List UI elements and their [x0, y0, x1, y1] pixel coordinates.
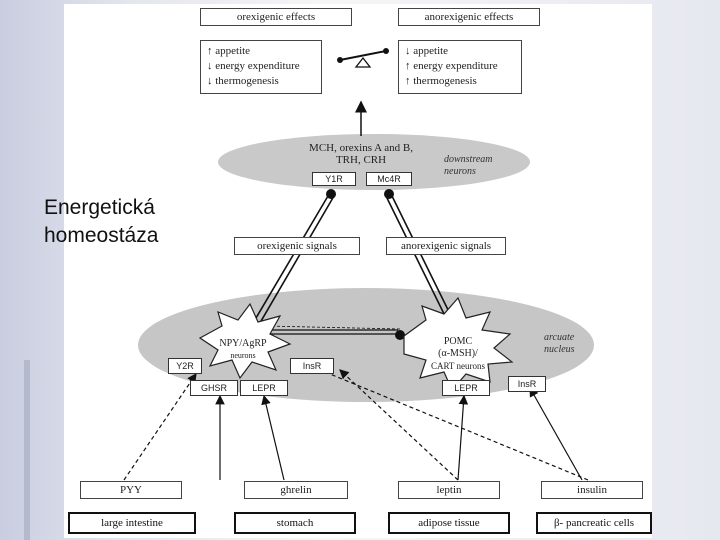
downstream-peptides: MCH, orexins A and B, TRH, CRH: [286, 142, 436, 166]
pomc-label-line2: (α-MSH)/: [438, 348, 478, 359]
npy-pomc-connection: [257, 325, 405, 340]
npy-label-line1: NPY/AgRP: [219, 338, 267, 349]
npy-label-line2: neurons: [230, 351, 256, 360]
downstream-peptides-line2: TRH, CRH: [335, 154, 387, 166]
hormone-ghrelin-box: ghrelin: [244, 481, 348, 499]
slide-label-line2: homeostáza: [44, 224, 159, 247]
ghsr-receptor: GHSR: [190, 380, 238, 396]
mc4r-synapse-dot: [384, 189, 394, 199]
anorexigenic-effects-header: anorexigenic effects: [398, 8, 540, 26]
hormone-pyy-box: PYY: [80, 481, 182, 499]
background-stripe: [24, 360, 30, 540]
diagram-figure: [64, 4, 652, 538]
y2r-receptor: Y2R: [168, 358, 202, 374]
anorexigenic-effect-item: ↑ energy expenditure: [405, 60, 498, 72]
orexigenic-effect-item: ↓ thermogenesis: [207, 75, 279, 87]
insr-receptor-left: InsR: [290, 358, 334, 374]
pomc-label-line3: CART neurons: [430, 361, 486, 371]
orexigenic-effect-item: ↑ appetite: [207, 45, 251, 57]
hormone-insulin-box: insulin: [541, 481, 643, 499]
mc4r-receptor: Mc4R: [366, 172, 412, 186]
source-large-intestine-box: large intestine: [68, 512, 196, 534]
arcuate-nucleus-label: arcuate nucleus: [544, 332, 594, 356]
downstream-neurons-label: downstream neurons: [444, 154, 514, 178]
anorexigenic-effects-list: ↓ appetite ↑ energy expenditure ↑ thermo…: [398, 40, 522, 94]
pomc-cart-neurons-label: POMC (α-MSH)/ CART neurons: [418, 336, 498, 372]
lepr-receptor-left: LEPR: [240, 380, 288, 396]
downstream-neurons-ellipse: [218, 134, 530, 190]
npy-agrp-neuron-star: [198, 302, 292, 380]
balance-scale-icon: [337, 48, 389, 68]
orexigenic-effects-list: ↑ appetite ↓ energy expenditure ↓ thermo…: [200, 40, 322, 94]
downstream-peptides-line1: MCH, orexins A and B,: [309, 142, 413, 154]
neuron-projection-lines: [242, 195, 455, 341]
arcuate-label-line2: nucleus: [544, 344, 575, 355]
hormone-arrows: [123, 369, 589, 481]
anorexigenic-effect-item: ↓ appetite: [405, 45, 449, 57]
orexigenic-signals-box: orexigenic signals: [234, 237, 360, 255]
slide-label-line1: Energetická: [44, 196, 155, 219]
slide-label: Energetická homeostáza: [44, 194, 204, 256]
pomc-cart-neuron-star: [403, 296, 514, 392]
arcuate-label-line1: arcuate: [544, 332, 575, 343]
source-stomach-box: stomach: [234, 512, 356, 534]
anorexigenic-signals-box: anorexigenic signals: [386, 237, 506, 255]
hormone-leptin-box: leptin: [398, 481, 500, 499]
orexigenic-effect-item: ↓ energy expenditure: [207, 60, 300, 72]
source-adipose-tissue-box: adipose tissue: [388, 512, 510, 534]
downstream-label-line2: neurons: [444, 166, 476, 177]
pomc-label-line1: POMC: [443, 336, 473, 347]
lepr-receptor-right: LEPR: [442, 380, 490, 396]
orexigenic-effects-header: orexigenic effects: [200, 8, 352, 26]
insr-receptor-right: InsR: [508, 376, 546, 392]
y1r-receptor: Y1R: [312, 172, 356, 186]
y1r-synapse-dot: [326, 189, 336, 199]
npy-agrp-neurons-label: NPY/AgRP neurons: [208, 338, 278, 362]
downstream-label-line1: downstream: [444, 154, 493, 165]
source-pancreatic-cells-box: β- pancreatic cells: [536, 512, 652, 534]
anorexigenic-effect-item: ↑ thermogenesis: [405, 75, 477, 87]
